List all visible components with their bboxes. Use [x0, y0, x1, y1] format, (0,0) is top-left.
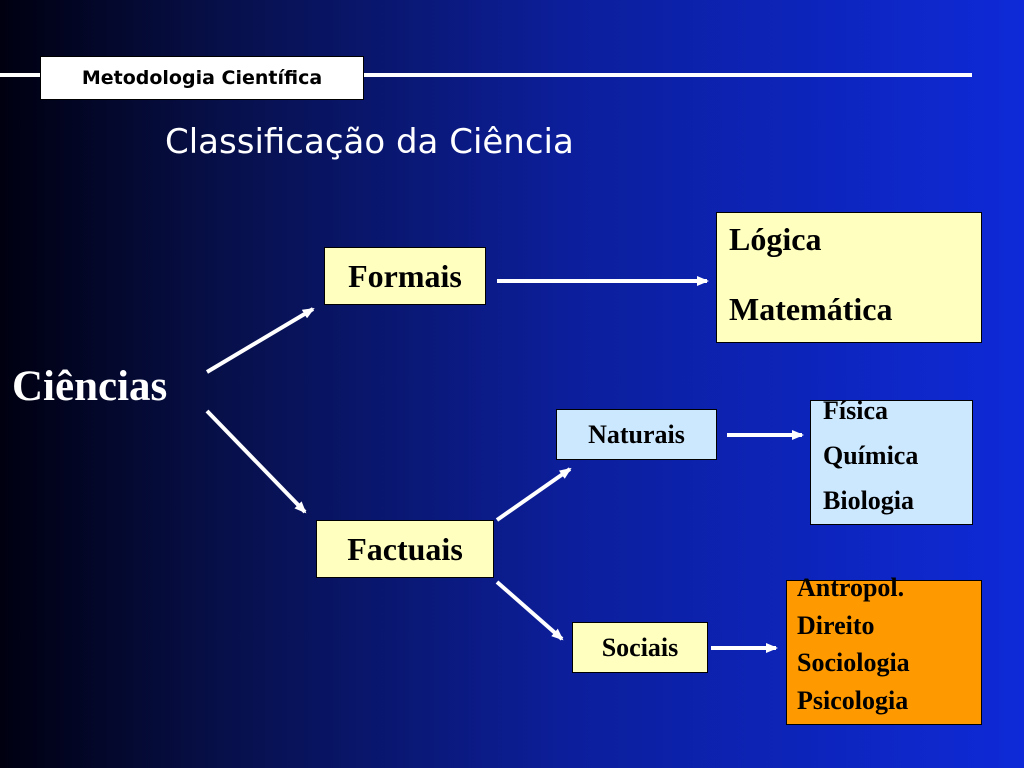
arrow-ciencias-to-factuais	[205, 409, 307, 514]
arrow-factuais-to-sociais	[495, 580, 564, 641]
list-item: Matemática	[729, 291, 893, 327]
list-item: Lógica	[729, 221, 822, 257]
arrow-factuais-to-naturais	[495, 467, 572, 522]
list-item: Química	[823, 441, 919, 470]
naturais-sciences-list: Física Química Biologia	[810, 396, 973, 525]
formais-sciences-list: Lógica Matemática	[716, 212, 982, 343]
list-item: Física	[823, 396, 888, 425]
list-item: Sociologia	[797, 648, 910, 677]
header-rule	[0, 73, 972, 77]
header-label: Metodologia Científica	[40, 56, 364, 100]
node-naturais: Naturais	[556, 409, 717, 460]
node-formais: Formais	[324, 247, 486, 305]
sociais-sciences-list: Antropol. Direito Sociologia Psicologia	[786, 575, 982, 725]
list-item: Direito	[797, 610, 875, 640]
list-item: Biologia	[823, 486, 915, 515]
node-sociais: Sociais	[572, 622, 708, 673]
list-item: Psicologia	[797, 685, 909, 715]
slide-title: Classificação da Ciência	[165, 122, 574, 162]
arrow-ciencias-to-formais	[205, 307, 315, 374]
root-node-ciencias: Ciências	[12, 363, 168, 410]
node-factuais: Factuais	[316, 520, 494, 578]
list-item: Antropol.	[797, 573, 905, 602]
